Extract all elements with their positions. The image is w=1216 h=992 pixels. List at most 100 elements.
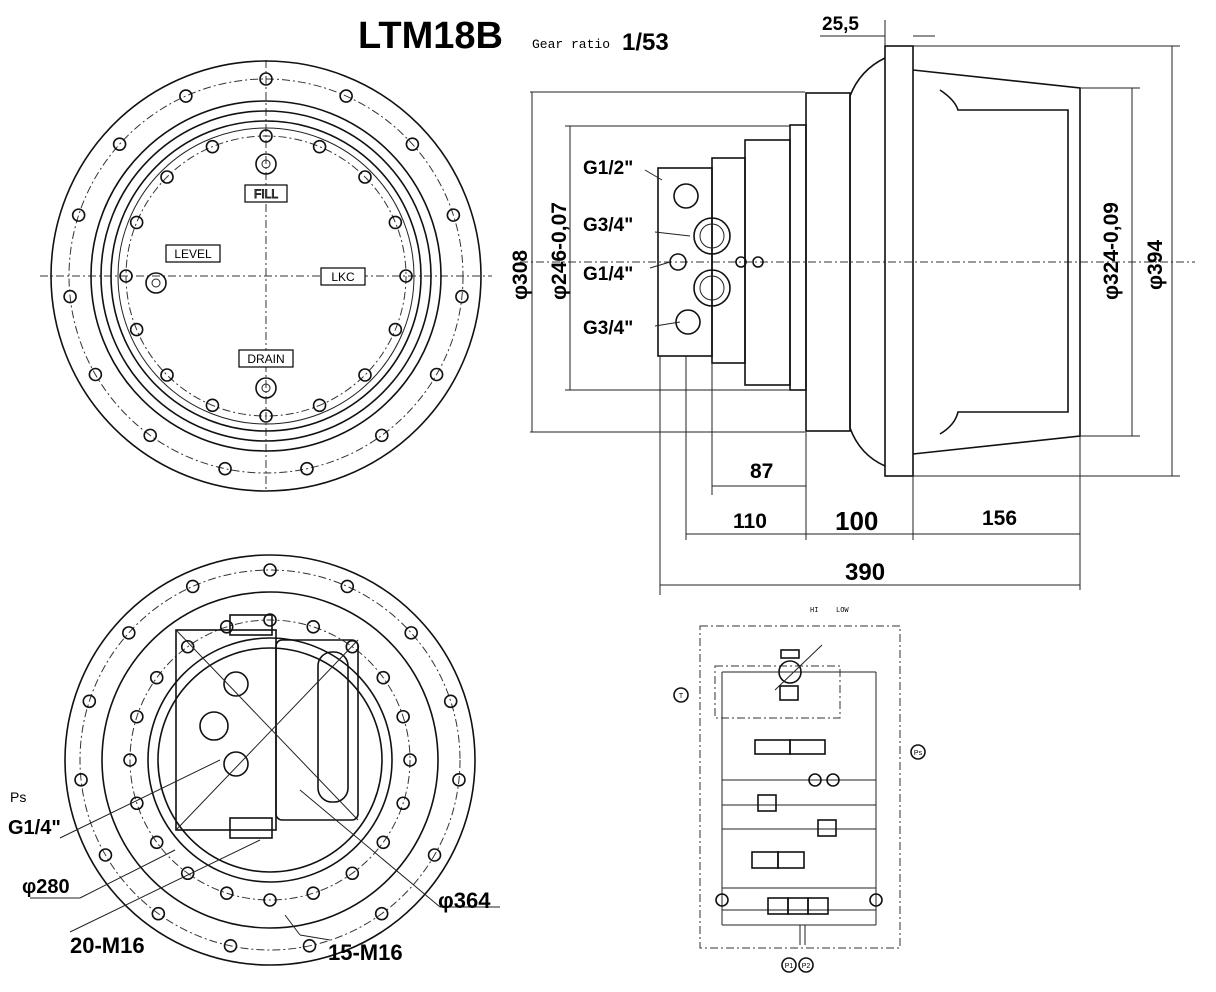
bolt-hole [149,835,164,850]
bolt-hole [263,893,277,907]
bolt-hole [388,322,403,337]
bolt-hole [302,939,317,953]
dim-flange-thickness: 25,5 [822,14,859,35]
bolts-outer-label: 15-M16 [328,940,403,965]
bolt-hole [312,398,327,413]
bolt-hole [180,639,195,654]
bolt-hole [388,215,403,230]
bolt-hole [205,398,220,413]
port-g34-label-2: G3/4" [583,318,633,339]
ps-thread-label: G1/4" [8,817,61,839]
port-drain-label: DRAIN [247,352,284,366]
dim-d280: φ280 [22,876,70,898]
bolt-hole [376,670,391,685]
dim-100: 100 [835,506,878,536]
bolt-hole [74,773,88,787]
bolt-hole [160,368,174,382]
bolt-hole [404,626,418,640]
bolt-hole [446,208,461,222]
bolt-hole [88,367,103,382]
bolt-hole [160,170,174,184]
schematic-ps-port: Ps [914,750,923,757]
front-view: FILL LEVEL LKC DRAIN [40,60,492,492]
schematic-p1-port: P1 [785,963,794,970]
bolt-hole [306,886,321,900]
bolt-hole [129,215,144,230]
dim-d324: φ324-0,09 [1100,202,1123,300]
dim-d246: φ246-0,07 [548,202,571,300]
bolt-hole [312,139,327,154]
bolt-hole [396,709,410,724]
bolt-hole [119,269,133,283]
bolt-hole [259,72,273,86]
bolts-inner-label: 20-M16 [70,933,145,958]
bolt-hole [339,89,353,103]
gear-ratio-label: Gear ratio [532,37,610,52]
bolt-hole [374,428,389,443]
dim-156: 156 [982,507,1017,530]
bolt-hole [219,620,234,634]
bolt-hole [345,866,360,881]
port-g12-label: G1/2" [583,158,633,179]
bolt-hole [63,289,77,304]
bolt-hole [455,289,469,304]
bolt-hole [263,563,277,577]
bolt-hole [306,620,321,634]
bolt-hole [143,428,158,443]
bolt-hole [263,613,277,627]
dim-87: 87 [750,460,773,483]
bolt-hole [374,906,389,921]
schematic-hi-label: HI [810,607,818,615]
port-g14-label: G1/4" [583,264,633,285]
bolt-hole [403,753,417,767]
bolt-hole [427,848,442,862]
side-view: 25,5 φ308 φ246-0,07 φ324-0,09 φ394 G1/2"… [509,14,1195,595]
rear-view: Ps G1/4" φ280 φ364 20-M16 15-M16 [8,554,500,966]
schematic-t-port: T [679,693,684,700]
bolt-hole [443,694,458,709]
bolt-hole [71,208,86,222]
bolt-hole [405,137,420,151]
bolt-hole [259,129,273,143]
bolt-hole [340,579,355,594]
bolt-hole [130,709,144,724]
schematic-p2-port: P2 [802,963,811,970]
bolt-hole [180,866,195,881]
bolt-hole [112,137,127,151]
gear-ratio-value: 1/53 [622,29,669,56]
bolt-hole [205,139,220,154]
port-g34-label-1: G3/4" [583,215,633,236]
bolt-hole [300,461,314,476]
dim-390: 390 [845,559,885,586]
model-title: LTM18B [358,15,503,57]
bolt-hole [358,368,372,382]
bolt-hole [122,626,136,640]
port-lkc-label: LKC [331,270,355,284]
bolt-hole [98,848,113,862]
port-fill-label: FILL [254,187,278,201]
bolt-hole [185,579,200,594]
bolt-hole [358,170,372,184]
bolt-hole [259,409,273,423]
dim-d308: φ308 [509,250,532,300]
port-level-label: LEVEL [174,247,212,261]
ps-label: Ps [10,789,26,805]
bolt-hole [82,694,97,709]
bolt-hole [399,269,413,283]
dim-d364: φ364 [438,888,491,913]
bolt-hole [151,906,166,921]
bolt-hole [218,461,232,476]
bolt-hole [149,670,164,685]
bolt-hole [223,939,238,953]
bolt-hole [452,773,466,787]
hydraulic-schematic: HI LOW T Ps P1 P2 [673,607,926,973]
bolt-hole [129,322,144,337]
bolt-hole [376,835,391,850]
schematic-low-label: LOW [836,607,849,615]
bolt-hole [219,886,234,900]
dim-110: 110 [733,510,767,533]
dim-d394: φ394 [1144,240,1167,290]
bolt-hole [429,367,444,382]
bolt-hole [179,89,193,103]
